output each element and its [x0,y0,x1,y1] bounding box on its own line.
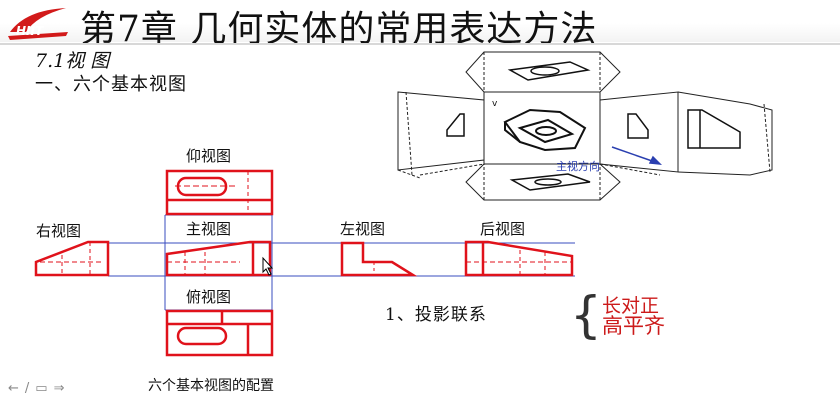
rear-view [464,240,574,277]
label-top-view: 俯视图 [186,286,232,307]
subsection-heading: 一、六个基本视图 [35,74,187,95]
box-rear-view [687,109,741,149]
nav-forward-icon[interactable]: ⇒ [53,381,71,396]
figure-caption: 六个基本视图的配置 [148,378,274,394]
title-bar [0,0,840,42]
projection-box [397,51,773,201]
view-direction-label: 主视方向 [556,160,600,173]
box-right-view [627,113,649,139]
view-direction-arrow [611,146,663,165]
svg-text:HIIT: HIIT [16,24,44,38]
label-front-view: 主视图 [186,218,232,239]
mouse-cursor [262,256,274,276]
projection-relation-label: 1、投影联系 [385,305,487,325]
svg-text:v: v [492,99,498,109]
school-logo: HIIT [8,8,68,40]
top-view [165,309,274,357]
right-view [34,240,110,277]
box-bottom-view [509,173,591,191]
front-view [165,240,272,277]
brace-icon: { [570,286,602,344]
section-heading: 7.1视 图 [35,50,110,72]
nav-back-icon[interactable]: ← [8,381,25,396]
pen-icon[interactable]: / [24,381,36,396]
slide-nav: ←/▭⇒ [8,381,71,396]
menu-icon[interactable]: ▭ [35,381,54,396]
box-3d-object [503,108,587,152]
bottom-view [165,169,274,216]
label-rear-view: 后视图 [480,220,526,238]
box-top-view [507,61,591,81]
rule-length-aligned: 长对正 [602,295,660,317]
label-bottom-view: 仰视图 [186,147,232,165]
rule-height-level: 高平齐 [602,314,665,338]
label-right-view: 右视图 [36,222,82,240]
label-left-view: 左视图 [340,220,386,238]
left-view [340,241,418,277]
title-divider [0,43,840,45]
box-left-view [446,113,465,137]
